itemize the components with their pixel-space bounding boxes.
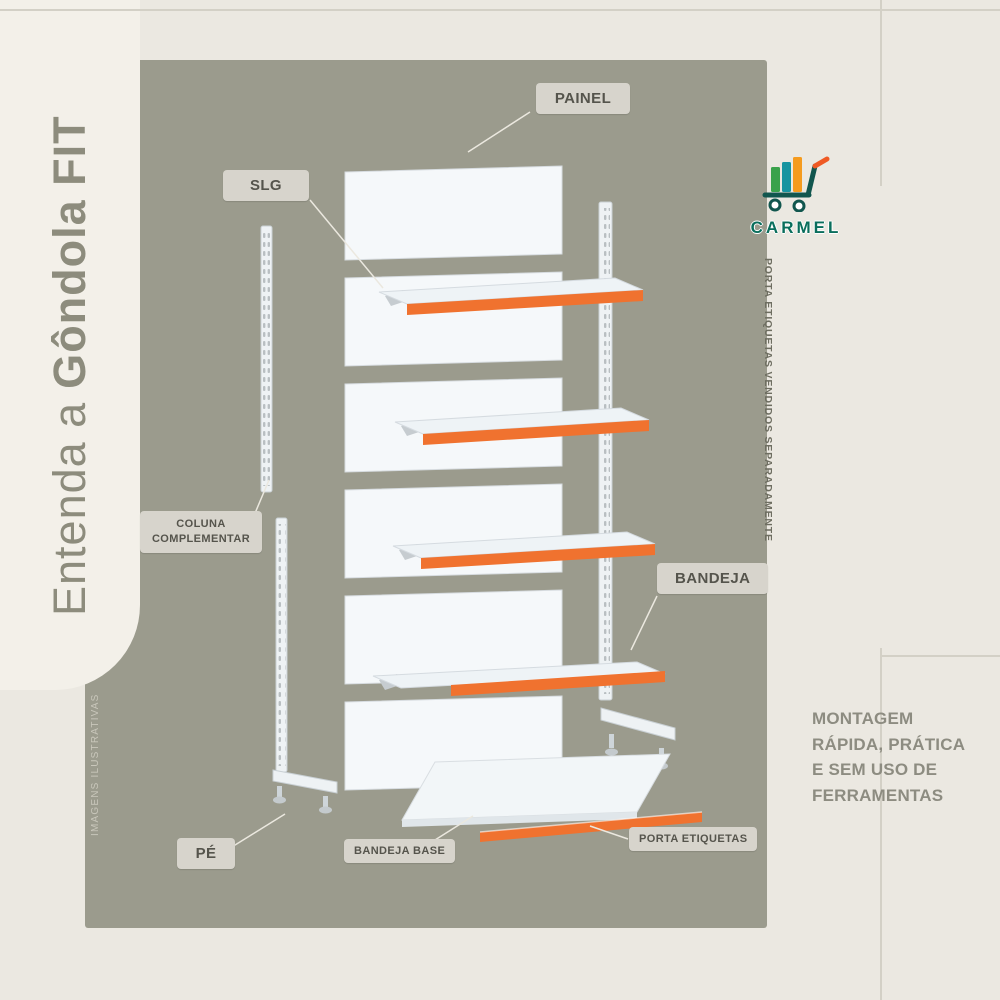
callout-label-bandeja: BANDEJA [657, 563, 769, 594]
callout-line-porta-etiquetas [589, 825, 629, 840]
callout-label-pe: PÉ [177, 838, 235, 869]
price-strip [423, 420, 649, 445]
column-slg [260, 225, 273, 493]
corner-shape [0, 0, 140, 690]
price-strip [407, 290, 643, 315]
shelf-3 [392, 531, 656, 569]
callout-line-slg [309, 199, 384, 289]
column-right [598, 201, 613, 701]
shelf-4 [372, 661, 666, 696]
page-title-product: Gôndola FIT [44, 115, 95, 389]
assembly-note: MONTAGEM RÁPIDA, PRÁTICA E SEM USO DE FE… [812, 709, 965, 805]
column-complementar [275, 517, 288, 773]
callout-label-coluna-complementar: COLUNA COMPLEMENTAR [140, 511, 262, 553]
diagram-panel [85, 60, 767, 928]
upright-columns [260, 201, 613, 773]
callout-label-slg: SLG [223, 170, 309, 201]
callout-line-painel [467, 111, 531, 153]
foot-left [272, 769, 338, 814]
callout-label-painel: PAINEL [536, 83, 630, 114]
price-strip [451, 671, 665, 696]
price-strip [421, 544, 655, 569]
divider-line-top-right-vertical [880, 0, 882, 186]
gondola-exploded-diagram [226, 111, 703, 851]
cart-icon [762, 156, 830, 213]
disclaimer-note: IMAGENS ILUSTRATIVAS [90, 693, 101, 836]
page-title-prefix: Entenda a [44, 401, 95, 616]
back-panels [344, 165, 563, 791]
callout-line-bandeja [630, 595, 658, 651]
page-title: Entenda a Gôndola FIT [44, 115, 96, 616]
callout-label-bandeja-base: BANDEJA BASE [344, 839, 456, 863]
carmel-logo: CARMEL [748, 150, 844, 238]
divider-line-bottom-right-vertical [880, 648, 882, 1000]
callout-line-pe [226, 813, 286, 851]
shelf-1 [378, 277, 644, 315]
brand-name: CARMEL [750, 218, 842, 237]
callout-label-porta-etiquetas: PORTA ETIQUETAS [629, 827, 758, 851]
shelf-2 [394, 407, 650, 445]
callout-line-bandeja-base [434, 815, 474, 841]
callout-lines [226, 111, 658, 851]
divider-line-top [0, 9, 1000, 11]
side-note: PORTA ETIQUETAS VENDIDOS SEPARADAMENTE [762, 258, 774, 542]
base-tray [401, 753, 671, 827]
divider-line-bottom-right-horizontal [880, 655, 1000, 657]
